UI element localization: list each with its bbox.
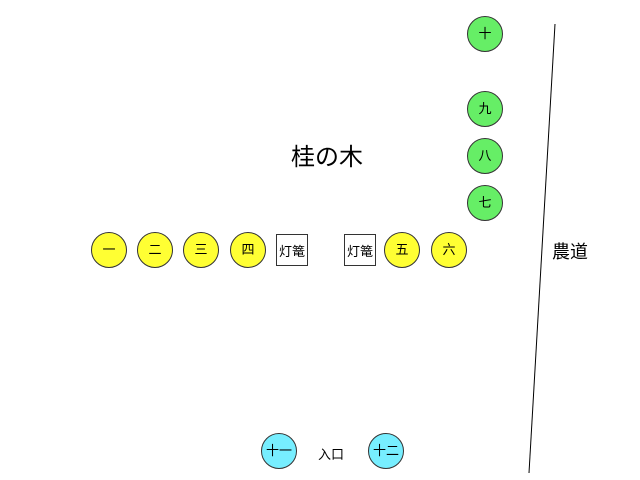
marker-9: 九 <box>467 91 503 127</box>
marker-11: 十一 <box>261 433 297 469</box>
marker-12: 十二 <box>368 433 404 469</box>
marker-5: 五 <box>384 232 420 268</box>
marker-4: 四 <box>230 232 266 268</box>
marker-1: 一 <box>91 232 127 268</box>
road-label: 農道 <box>552 242 588 263</box>
marker-7: 七 <box>467 185 503 221</box>
marker-2: 二 <box>137 232 173 268</box>
marker-10: 十 <box>467 16 503 52</box>
stone-lantern-left: 灯篭 <box>276 234 308 266</box>
entrance-label: 入口 <box>318 448 345 463</box>
stone-lantern-right: 灯篭 <box>344 234 376 266</box>
marker-3: 三 <box>183 232 219 268</box>
marker-8: 八 <box>467 138 503 174</box>
marker-6: 六 <box>431 232 467 268</box>
site-title: 桂の木 <box>291 143 363 171</box>
